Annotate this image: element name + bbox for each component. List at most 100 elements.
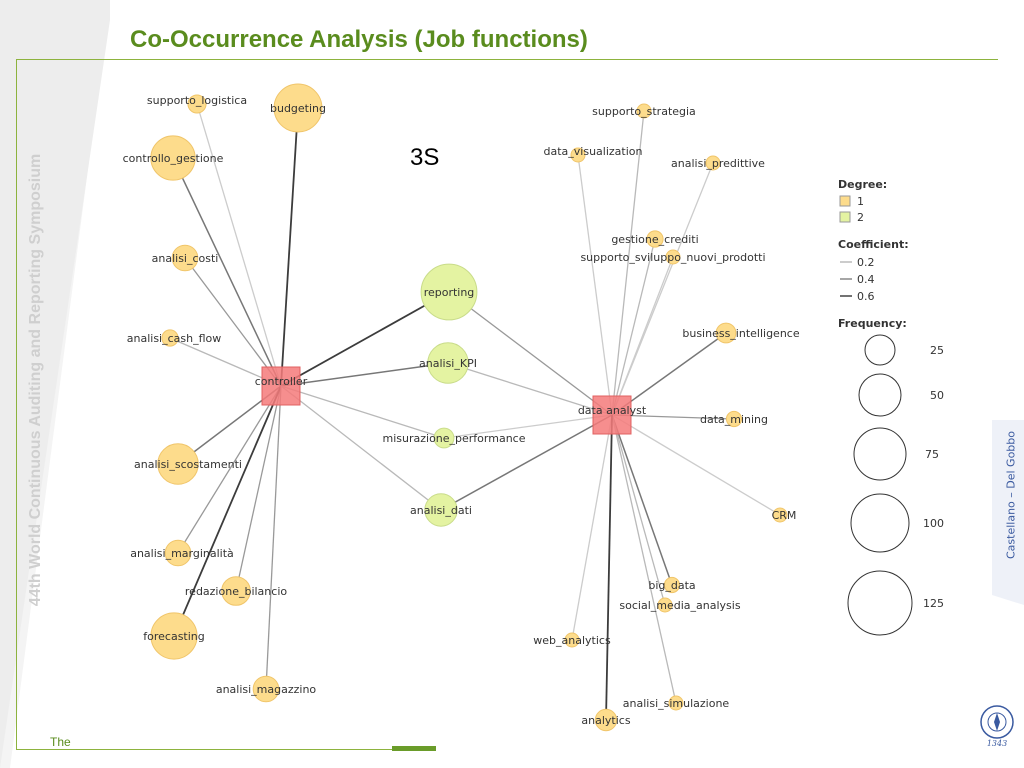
university-seal-logo: 1343 (980, 705, 1014, 748)
node-analisi_dati[interactable] (424, 493, 458, 527)
edge-data_analyst-analytics (605, 414, 613, 721)
legend-coefficient-title: Coefficient: (838, 238, 909, 251)
slide-title: Co-Occurrence Analysis (Job functions) (130, 26, 588, 53)
edge-controller-supporto_logistica (196, 103, 282, 387)
frame-line-bottom (16, 749, 436, 750)
legend-degree-swatch-1 (839, 195, 851, 207)
node-label-analisi_dati: analisi_dati (410, 504, 472, 517)
node-label-web_analytics: web_analytics (533, 634, 611, 647)
legend-degree-label-2: 2 (857, 211, 864, 224)
edge-data_analyst-reporting (448, 291, 613, 416)
node-label-reporting: reporting (424, 286, 475, 299)
node-gestione_crediti[interactable] (646, 230, 664, 248)
node-analisi_costi[interactable] (171, 244, 199, 272)
node-label-supporto_strategia: supporto_strategia (592, 105, 696, 118)
node-reporting[interactable] (420, 263, 478, 321)
edge-data_analyst-data_mining (611, 414, 735, 420)
legend-coef-label-1: 0.2 (857, 256, 875, 269)
annotation-3s: 3S (410, 144, 439, 171)
hub-node-data_analyst[interactable] (592, 395, 632, 435)
node-label-business_intelligence: business_intelligence (682, 327, 799, 340)
legend-freq-label-50: 50 (930, 389, 944, 402)
edge-controller-analisi_marginalita (177, 385, 282, 554)
edge-data_analyst-CRM (611, 414, 781, 516)
edge-controller-reporting (280, 291, 450, 387)
node-budgeting[interactable] (273, 83, 323, 133)
edge-data_analyst-social_media_analysis (611, 414, 666, 606)
legend-freq-label-125: 125 (923, 597, 944, 610)
co-occurrence-network: budgeting supporto_logistica controllo_ges… (123, 83, 944, 732)
node-label-data_visualization: data_visualization (544, 145, 643, 158)
node-supporto_sviluppo_nuovi_prodotti[interactable] (665, 249, 681, 265)
node-label-analisi_cash_flow: analisi_cash_flow (127, 332, 222, 345)
legend-coef-label-3: 0.6 (857, 290, 875, 303)
edge-controller-budgeting (280, 107, 299, 387)
labels-layer: budgeting supporto_logistica controllo_ges… (123, 94, 800, 727)
node-label-data_mining: data_mining (700, 413, 768, 426)
node-label-analisi_simulazione: analisi_simulazione (623, 697, 730, 710)
legend: Degree: 1 2 Coefficient: 0.2 0.4 0.6 Fre… (838, 178, 944, 636)
symposium-title: 44th World Continuous Auditing and Repor… (27, 153, 44, 607)
edge-controller-analisi_magazzino (265, 385, 282, 690)
node-big_data[interactable] (663, 576, 681, 594)
node-data_mining[interactable] (725, 410, 743, 428)
node-label-social_media_analysis: social_media_analysis (619, 599, 740, 612)
node-label-misurazione_performance: misurazione_performance (383, 432, 526, 445)
node-label-analytics: analytics (581, 714, 630, 727)
legend-degree-title: Degree: (838, 178, 887, 191)
node-supporto_logistica[interactable] (187, 94, 207, 114)
node-supporto_strategia[interactable] (636, 103, 652, 119)
edge-controller-forecasting (173, 385, 282, 637)
hub-node-controller[interactable] (261, 366, 301, 406)
node-label-analisi_marginalita: analisi_marginalità (130, 547, 234, 560)
hubs-layer (261, 366, 632, 435)
frame-line-left (16, 59, 17, 749)
node-social_media_analysis[interactable] (657, 597, 673, 613)
node-analisi_simulazione[interactable] (668, 695, 684, 711)
legend-freq-circle-75 (853, 427, 907, 481)
nodes-layer (150, 83, 788, 732)
node-label-analisi_predittive: analisi_predittive (671, 157, 765, 170)
node-misurazione_performance[interactable] (433, 427, 455, 449)
edge-data_analyst-analisi_KPI (447, 362, 613, 416)
node-label-analisi_magazzino: analisi_magazzino (216, 683, 317, 696)
node-controllo_gestione[interactable] (150, 135, 196, 181)
node-analisi_cash_flow[interactable] (161, 329, 179, 347)
node-forecasting[interactable] (150, 612, 198, 660)
node-label-redazione_bilancio: redazione_bilancio (185, 585, 287, 598)
node-label-supporto_sviluppo_nuovi_prodotti: supporto_sviluppo_nuovi_prodotti (580, 251, 765, 264)
node-CRM[interactable] (772, 507, 788, 523)
edge-controller-misurazione_performance (280, 385, 445, 439)
node-label-budgeting: budgeting (270, 102, 326, 115)
legend-freq-circle-50 (858, 373, 902, 417)
frame-line-top (16, 59, 998, 60)
node-analisi_predittive[interactable] (705, 155, 721, 171)
edge-controller-analisi_KPI (280, 362, 449, 387)
node-web_analytics[interactable] (564, 632, 580, 648)
node-label-CRM: CRM (772, 509, 797, 522)
edge-data_analyst-gestione_crediti (611, 238, 656, 416)
legend-frequency-title: Frequency: (838, 317, 907, 330)
node-label-supporto_logistica: supporto_logistica (147, 94, 247, 107)
node-analisi_scostamenti[interactable] (157, 443, 199, 485)
hub-label-controller: controller (255, 375, 308, 388)
legend-degree-swatch-2 (839, 211, 851, 223)
authors-label: Castellano – Del Gobbo (1004, 430, 1018, 560)
node-business_intelligence[interactable] (715, 322, 737, 344)
node-label-big_data: big_data (648, 579, 695, 592)
node-data_visualization[interactable] (570, 147, 586, 163)
node-analytics[interactable] (594, 708, 618, 732)
node-label-gestione_crediti: gestione_crediti (611, 233, 698, 246)
node-analisi_marginalita[interactable] (164, 539, 192, 567)
node-redazione_bilancio[interactable] (221, 576, 251, 606)
edge-controller-redazione_bilancio (235, 385, 282, 592)
node-label-analisi_costi: analisi_costi (152, 252, 219, 265)
node-label-controllo_gestione: controllo_gestione (123, 152, 224, 165)
legend-freq-circle-125 (847, 570, 913, 636)
edge-data_analyst-misurazione_performance (443, 414, 613, 439)
node-analisi_KPI[interactable] (427, 342, 469, 384)
edge-data_analyst-data_visualization (577, 154, 613, 416)
edge-data_analyst-analisi_simulazione (611, 414, 677, 704)
node-analisi_magazzino[interactable] (252, 675, 280, 703)
edge-data_analyst-supporto_sviluppo_nuovi_prodotti (611, 256, 674, 416)
